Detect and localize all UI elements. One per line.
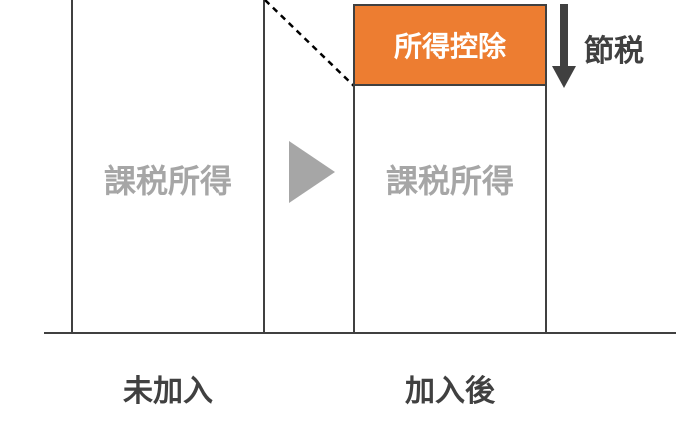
down-arrow-icon: [552, 4, 576, 88]
after-taxable-income-label: 課税所得: [385, 162, 514, 200]
play-arrow-icon: [289, 141, 335, 203]
income-deduction-label: 所得控除: [393, 30, 506, 63]
tax-savings-label: 節税: [584, 34, 644, 69]
before-taxable-income-label: 課税所得: [103, 162, 232, 200]
before-bar: [71, 0, 265, 334]
after-caption: 加入後: [405, 374, 495, 409]
after-bar: [353, 84, 547, 334]
income-deduction-block: 所得控除: [353, 4, 547, 86]
before-caption: 未加入: [123, 374, 213, 409]
